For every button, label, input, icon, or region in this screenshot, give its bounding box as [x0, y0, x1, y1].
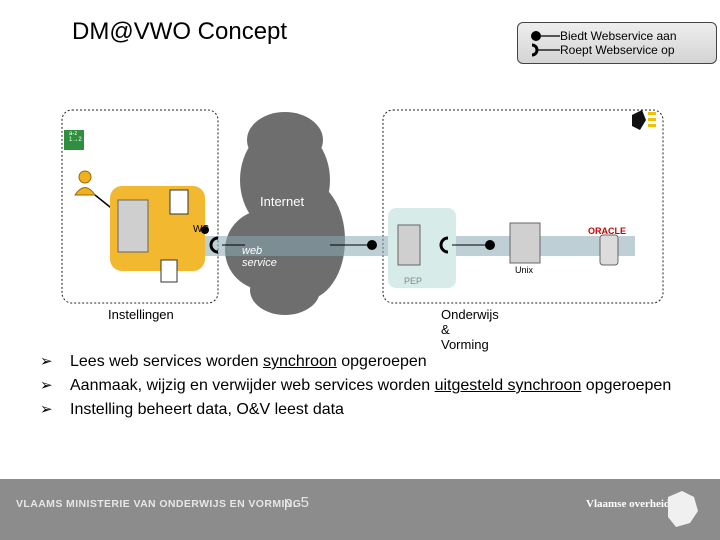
brand-name: Vlaamse overheid [586, 498, 671, 510]
bullet-text-end: opgeroepen [581, 377, 672, 394]
arrow-bullet-icon: ➢ [40, 353, 53, 370]
footer-bar: VLAAMS MINISTERIE VAN ONDERWIJS EN VORMI… [0, 479, 720, 540]
green-badge-icon [64, 130, 84, 150]
flemish-lion-logo-icon [668, 491, 698, 527]
diagram-graphics [61, 109, 664, 315]
server-icon [117, 199, 149, 253]
legend-symbols [531, 31, 560, 57]
instellingen-label: Instellingen [108, 307, 174, 322]
bullet-text: Lees web services worden [70, 353, 263, 370]
legend-consumes-label: Roept Webservice op [560, 43, 675, 57]
bullet-list: ➢ Lees web services worden synchroon opg… [40, 350, 700, 422]
oracle-label: ORACLE [588, 226, 626, 236]
unix-server-icon [509, 222, 541, 264]
page-number: p. 5 [284, 494, 310, 511]
onderwijs-zone [382, 109, 664, 304]
green-badge-label: a-z 1→2 [69, 131, 82, 143]
bullet-text: Aanmaak, wijzig en verwijder web service… [70, 377, 435, 394]
legend-provides-label: Biedt Webservice aan [560, 29, 677, 43]
onderwijs-vorming-label: Onderwijs & Vorming [441, 307, 499, 352]
bullet-3: ➢ Instelling beheert data, O&V leest dat… [40, 398, 700, 422]
ws-label: WS [193, 224, 210, 235]
ministry-name: VLAAMS MINISTERIE VAN ONDERWIJS EN VORMI… [16, 498, 302, 510]
instellingen-zone [61, 109, 219, 304]
slide-title: DM@VWO Concept [72, 18, 288, 45]
bullet-1: ➢ Lees web services worden synchroon opg… [40, 350, 700, 374]
internet-cloud [225, 112, 345, 315]
bullet-underlined-text: uitgesteld synchroon [434, 377, 582, 394]
user-icon [74, 170, 96, 196]
bullet-text-end: opgeroepen [336, 353, 427, 370]
arrow-bullet-icon: ➢ [40, 377, 53, 394]
document-icon-2 [160, 259, 178, 283]
webservice-label: web service [242, 245, 277, 269]
oracle-db-icon [599, 234, 619, 266]
arrow-bullet-icon: ➢ [40, 401, 53, 418]
document-icon [169, 189, 189, 215]
flemish-lion-icon [632, 110, 646, 130]
bullet-text: Instelling beheert data, O&V leest data [70, 401, 344, 418]
pep-label: PEP [404, 276, 423, 286]
unix-label: Unix [515, 265, 534, 275]
pep-server-icon [397, 224, 421, 266]
legend-box: Biedt Webservice aan Roept Webservice op [517, 22, 717, 64]
bullet-underlined-text: synchroon [262, 353, 337, 370]
internet-label: Internet [260, 194, 305, 209]
bullet-2: ➢ Aanmaak, wijzig en verwijder web servi… [40, 374, 700, 398]
